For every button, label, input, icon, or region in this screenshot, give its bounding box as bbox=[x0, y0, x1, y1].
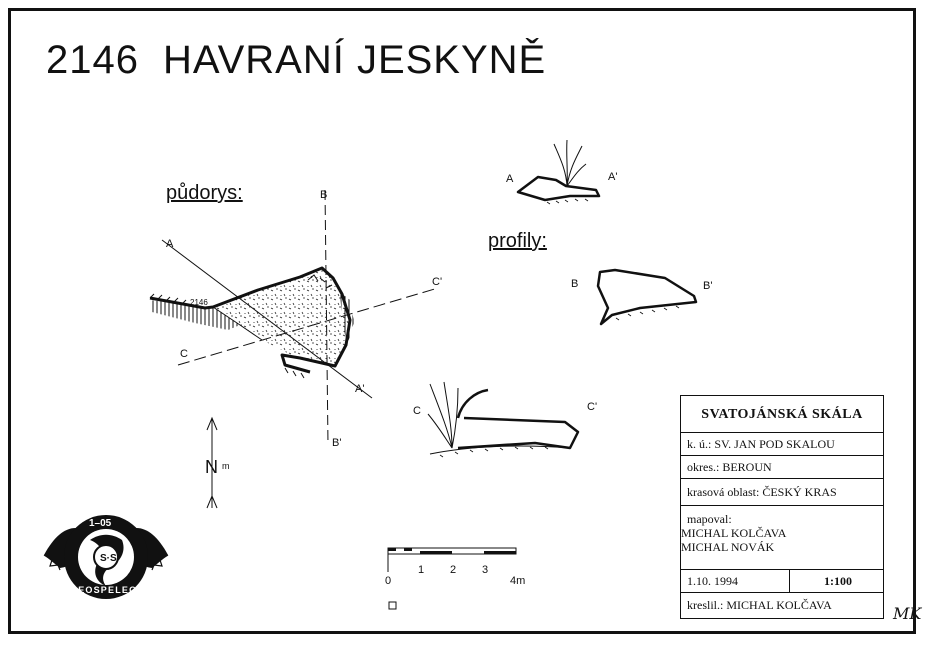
plant-icon bbox=[553, 139, 587, 187]
logo-bottom-text: GEOSPELEOS bbox=[70, 585, 145, 595]
info-scale: 1:100 bbox=[789, 570, 886, 593]
surface-ticks bbox=[149, 293, 305, 379]
scale-tick-2: 2 bbox=[450, 564, 456, 576]
section-line-c bbox=[177, 287, 439, 366]
plan-label-a2: A' bbox=[355, 383, 364, 395]
small-square-icon bbox=[388, 601, 397, 610]
info-surveyor-2: MICHAL NOVÁK bbox=[681, 540, 775, 554]
profiles-label: profily: bbox=[488, 230, 547, 252]
overhang-hatch-left bbox=[150, 300, 240, 330]
north-arrow: N m bbox=[205, 416, 230, 509]
scale-tick-4: 4m bbox=[510, 575, 525, 587]
plan-label-b2: B' bbox=[332, 437, 341, 449]
plan-label: půdorys: bbox=[166, 182, 243, 204]
info-box: SVATOJÁNSKÁ SKÁLA k. ú.: SV. JAN POD SKA… bbox=[680, 395, 884, 619]
info-karst-region: krasová oblast: ČESKÝ KRAS bbox=[681, 479, 883, 506]
info-date-scale-row: 1.10. 1994 1:100 bbox=[681, 570, 883, 593]
scale-tick-1: 1 bbox=[418, 564, 424, 576]
plan-label-b: B bbox=[320, 189, 327, 201]
info-date: 1.10. 1994 bbox=[687, 574, 738, 588]
scale-tick-3: 3 bbox=[482, 564, 488, 576]
profile-b: B B' bbox=[571, 268, 712, 326]
cave-number-label: 2146 bbox=[190, 298, 208, 307]
info-district: okres.: BEROUN bbox=[681, 456, 883, 479]
profile-c: C C' bbox=[413, 381, 597, 458]
plan-view: 2146 A A' B B' C C' bbox=[149, 189, 442, 449]
cave-name: HAVRANÍ JESKYNĚ bbox=[162, 38, 547, 82]
plant-icon-c bbox=[427, 381, 459, 449]
profile-label-c: C bbox=[413, 405, 421, 417]
info-surveyors: mapoval: MICHAL KOLČAVA MICHAL NOVÁK bbox=[681, 506, 883, 570]
profile-label-c2: C' bbox=[587, 401, 597, 413]
overhang-hatch-right bbox=[340, 292, 354, 346]
north-sub: m bbox=[222, 461, 230, 471]
scale-bar: 0 1 2 3 4m bbox=[385, 547, 525, 610]
cave-number: 2146 bbox=[46, 38, 139, 82]
logo-top-text: 1–05 bbox=[89, 518, 112, 529]
info-mapoval-label: mapoval: bbox=[687, 512, 732, 526]
plan-label-c2: C' bbox=[432, 276, 442, 288]
profile-a: A A' bbox=[506, 139, 617, 205]
page-title: 2146 HAVRANÍ JESKYNĚ bbox=[46, 38, 546, 83]
profile-label-a2: A' bbox=[608, 171, 617, 183]
scale-tick-0: 0 bbox=[385, 575, 391, 587]
plan-label-c: C bbox=[180, 348, 188, 360]
info-cadastral: k. ú.: SV. JAN POD SKALOU bbox=[681, 433, 883, 456]
cave-outline-plan bbox=[149, 266, 352, 374]
profile-label-a: A bbox=[506, 173, 514, 185]
geospeleos-logo: 1–05 S·S GEOSPELEOS bbox=[43, 515, 169, 599]
map-frame bbox=[8, 8, 916, 634]
info-drawn-by: kreslil.: MICHAL KOLČAVA bbox=[687, 598, 832, 612]
info-heading: SVATOJÁNSKÁ SKÁLA bbox=[681, 396, 883, 433]
author-signature: MK bbox=[893, 604, 922, 623]
cave-floor bbox=[213, 268, 350, 364]
info-surveyor-1: MICHAL KOLČAVA bbox=[681, 526, 787, 540]
rock-detail bbox=[307, 274, 333, 289]
plan-label-a: A bbox=[166, 238, 174, 250]
profile-label-b2: B' bbox=[703, 280, 712, 292]
profile-label-b: B bbox=[571, 278, 578, 290]
logo-ring-letters: S·S bbox=[100, 553, 117, 564]
dripline bbox=[212, 306, 263, 341]
north-letter: N bbox=[205, 457, 218, 477]
